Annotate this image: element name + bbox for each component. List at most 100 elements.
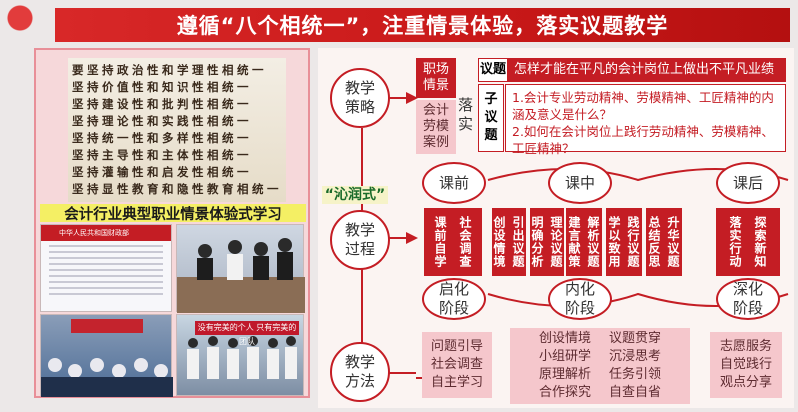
method-item: 志愿服务	[719, 339, 772, 354]
process-step-label: 升华议题	[666, 216, 680, 268]
stage-internalize: 内化阶段	[548, 278, 612, 320]
classroom-photo	[40, 314, 173, 397]
process-step-box: 创设情境引出议题	[492, 208, 526, 276]
sub-question-1: 1.会计专业劳动精神、劳模精神、工匠精神的内涵及意义是什么？	[512, 90, 774, 122]
process-step-box: 学以致用践行议题	[606, 208, 642, 276]
strategy-circle: 教学策略	[330, 68, 390, 128]
phase-in-class: 课中	[548, 162, 612, 204]
process-circle: 教学过程	[330, 210, 390, 270]
process-step-box: 课前自学社会调查	[424, 208, 482, 276]
method-item: 原理解析	[538, 367, 591, 382]
page-title: 遵循“八个相统一”，注重情景体验，落实议题教学	[55, 8, 790, 42]
method-item: 沉浸思考	[609, 349, 662, 364]
stage-label: 深化阶段	[732, 280, 763, 317]
methods-mid-right-column: 议题贯穿 沉浸思考 任务引领 自查自省	[609, 330, 661, 402]
methods-left-box: 问题引导 社会调查 自主学习	[422, 332, 492, 398]
method-item: 合作探究	[538, 385, 591, 400]
slogan-line: 坚持统一性和多样性相统一	[72, 131, 252, 145]
process-label: 教学过程	[344, 221, 375, 258]
text-line	[49, 245, 163, 247]
style-tag: “沁润式”	[322, 186, 388, 204]
phase-label: 课中	[564, 173, 595, 192]
slogan-line: 坚持价值性和知识性相统一	[72, 80, 252, 94]
method-item: 观点分享	[719, 375, 772, 390]
method-item: 自觉践行	[719, 357, 772, 372]
process-step-label: 解析议题	[586, 216, 600, 268]
office-scene-photo	[176, 224, 305, 313]
phase-before-class: 课前	[422, 162, 486, 204]
process-step-label: 明确分析	[530, 216, 544, 268]
process-step-label: 建言献策	[567, 216, 581, 268]
workplace-scene-box: 职场情景	[416, 58, 456, 98]
sub-topic-label: 子议题	[484, 92, 498, 143]
slogan-board: 要坚持政治性和学理性相统一坚持价值性和知识性相统一坚持建设性和批判性相统一坚持理…	[68, 58, 286, 202]
text-line	[49, 263, 163, 265]
stage-label: 内化阶段	[564, 280, 595, 317]
methods-circle: 教学方法	[330, 342, 390, 402]
method-item: 创设情境	[538, 331, 591, 346]
document-header: 中华人民共和国财政部	[41, 225, 171, 241]
slogan-line: 坚持建设性和批判性相统一	[72, 97, 252, 111]
office-people-illustration	[177, 238, 305, 313]
method-item: 任务引领	[609, 367, 662, 382]
sub-topic-questions: 1.会计专业劳动精神、劳模精神、工匠精神的内涵及意义是什么？ 2.如何在会计岗位…	[505, 84, 786, 156]
classroom-illustration	[41, 319, 173, 397]
stage-enlighten: 启化阶段	[422, 278, 486, 320]
text-line	[49, 281, 163, 283]
slogan-line: 坚持显性教育和隐性教育相统一	[72, 182, 282, 196]
process-step-box: 明确分析理论议题	[530, 208, 564, 276]
text-line	[49, 287, 163, 289]
methods-label: 教学方法	[344, 353, 375, 390]
process-step-label: 引出议题	[511, 216, 525, 268]
process-step-label: 总结反思	[647, 216, 661, 268]
text-line	[49, 257, 163, 259]
corner-decoration	[0, 0, 50, 50]
text-line	[49, 275, 163, 277]
strategy-label: 教学策略	[344, 79, 375, 116]
text-line	[49, 293, 163, 295]
process-step-box: 落实行动探索新知	[716, 208, 780, 276]
implement-label: 落实	[458, 96, 474, 133]
process-step-label: 学以致用	[607, 216, 621, 268]
method-item: 自查自省	[609, 385, 662, 400]
method-item: 问题引导	[430, 339, 483, 354]
model-case-box: 会计劳模案例	[416, 100, 456, 154]
process-step-box: 建言献策解析议题	[566, 208, 602, 276]
method-item: 自主学习	[430, 375, 483, 390]
methods-mid-left-column: 创设情境 小组研学 原理解析 合作探究	[539, 330, 591, 402]
ministry-document-photo: 中华人民共和国财政部	[40, 224, 172, 312]
process-step-label: 课前自学	[433, 216, 447, 268]
method-item: 小组研学	[538, 349, 591, 364]
scene-top-label: 职场情景	[422, 62, 449, 93]
phase-label: 课前	[438, 173, 469, 192]
process-step-label: 创设情境	[492, 216, 506, 268]
team-banner: 没有完美的个人 只有完美的团队	[195, 321, 299, 346]
team-illustration	[187, 336, 297, 379]
topic-tag: 议题	[478, 58, 508, 82]
process-step-label: 落实行动	[728, 216, 742, 268]
method-item: 社会调查	[430, 357, 483, 372]
process-step-box: 总结反思升华议题	[646, 208, 682, 276]
method-item: 议题贯穿	[609, 331, 662, 346]
slogan-line: 坚持主导性和主体性相统一	[72, 148, 252, 162]
methods-right-box: 志愿服务 自觉践行 观点分享	[710, 332, 782, 398]
stage-deepen: 深化阶段	[716, 278, 780, 320]
sub-question-2: 2.如何在会计岗位上践行劳动精神、劳模精神、工匠精神？	[512, 124, 774, 156]
stage-label: 启化阶段	[438, 280, 469, 317]
slogan-line: 坚持灌输性和启发性相统一	[72, 165, 252, 179]
process-step-label: 践行议题	[626, 216, 640, 268]
process-step-label: 社会调查	[458, 216, 472, 268]
methods-mid-box: 创设情境 小组研学 原理解析 合作探究 议题贯穿 沉浸思考 任务引领 自查自省	[510, 328, 690, 404]
process-step-label: 理论议题	[549, 216, 563, 268]
learning-tagline: 会计行业典型职业情景体验式学习	[40, 204, 306, 223]
phase-after-class: 课后	[716, 162, 780, 204]
text-line	[49, 251, 163, 253]
phase-label: 课后	[732, 173, 763, 192]
team-activity-photo: 没有完美的个人 只有完美的团队	[176, 314, 304, 396]
sub-topic-tag: 子议题	[478, 84, 504, 152]
text-line	[49, 269, 163, 271]
slogan-line: 要坚持政治性和学理性相统一	[72, 63, 267, 77]
process-step-label: 探索新知	[753, 216, 767, 268]
topic-text: 怎样才能在平凡的会计岗位上做出不平凡业绩	[508, 58, 786, 82]
scene-bottom-label: 会计劳模案例	[422, 103, 449, 150]
